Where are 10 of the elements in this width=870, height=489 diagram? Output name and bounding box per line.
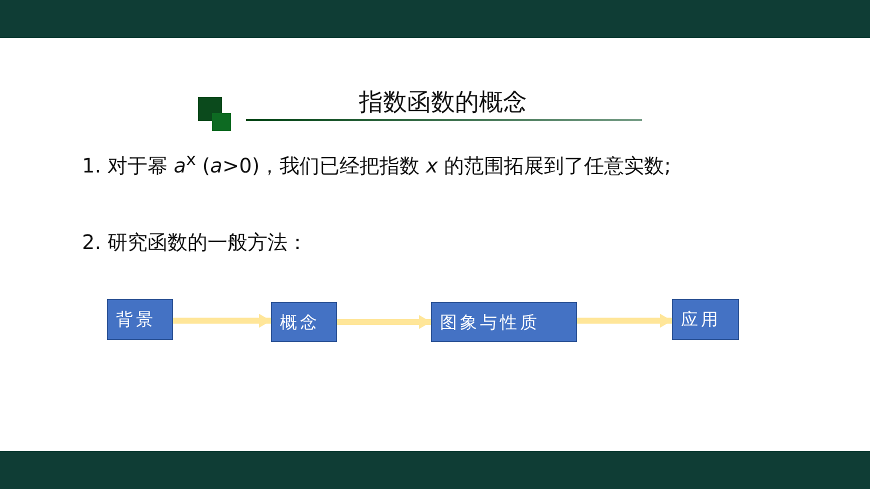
arrow [577, 314, 672, 328]
title: 指数函数的概念 [358, 87, 528, 118]
list-item: 1. 对于幂 a$^{x}$ (a>0)，我们已经把指数 x 的范围拓展到了任意实数; [82, 150, 671, 180]
process-box: 应用 [672, 299, 739, 340]
process-box: 图象与性质 [431, 302, 577, 342]
arrow [337, 315, 431, 329]
process-box: 背景 [107, 299, 173, 340]
arrow [173, 314, 271, 328]
list-item: 2. 研究函数的一般方法： [82, 229, 308, 256]
process-box: 概念 [271, 302, 337, 342]
